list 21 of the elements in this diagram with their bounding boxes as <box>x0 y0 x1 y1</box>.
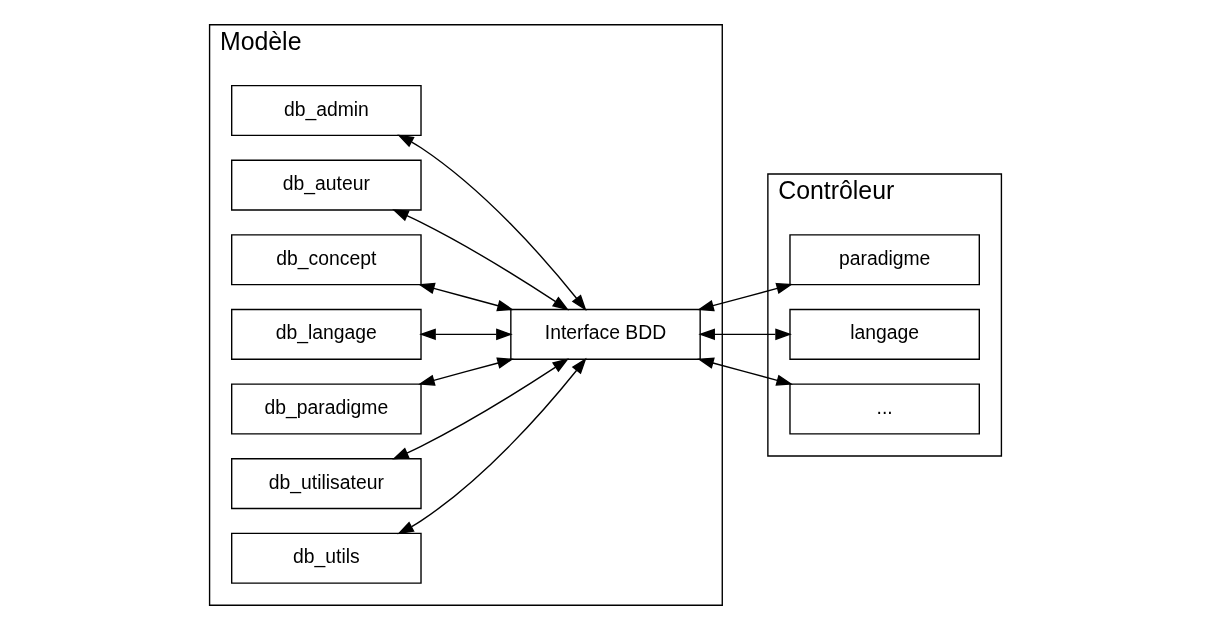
node-box: db_admin <box>230 84 422 137</box>
node-box: paradigme <box>788 234 980 286</box>
node-box: db_langage <box>230 308 422 360</box>
node-box: db_utils <box>230 532 422 584</box>
arrow <box>391 358 569 460</box>
arrow <box>417 357 514 386</box>
node-box: ... <box>788 383 980 435</box>
arrow <box>396 134 587 311</box>
arrow <box>696 282 793 312</box>
arrow <box>418 328 513 341</box>
node-box: db_utilisateur <box>230 458 422 510</box>
node-box: db_concept <box>230 234 422 286</box>
arrow <box>396 357 587 535</box>
arrow <box>417 282 514 312</box>
node-box: db_auteur <box>230 159 422 211</box>
node-box: Interface BDD <box>509 308 701 360</box>
node-box: db_paradigme <box>230 383 422 435</box>
arrow <box>391 209 569 311</box>
arrow <box>696 357 793 386</box>
node-box: langage <box>788 308 980 360</box>
arrow <box>697 328 792 341</box>
